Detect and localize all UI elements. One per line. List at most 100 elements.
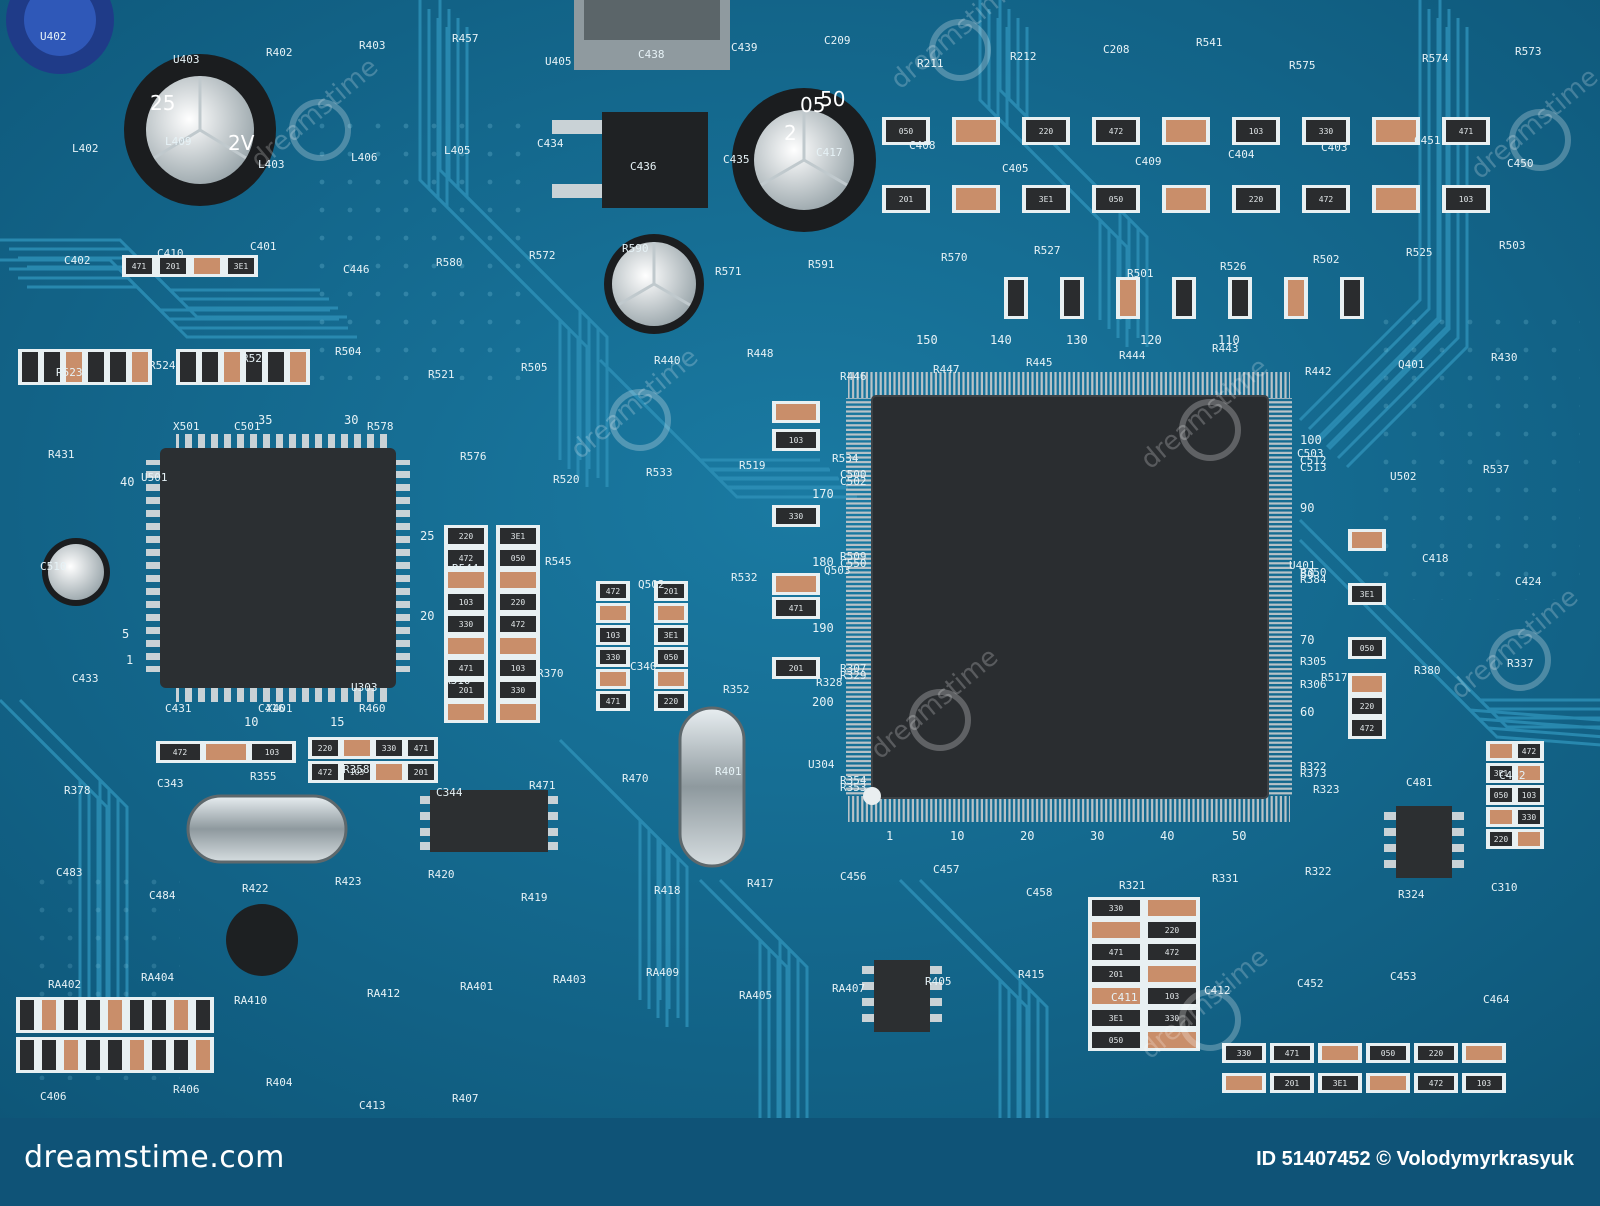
smd-resistor (1064, 280, 1080, 316)
smd-resistor (160, 258, 186, 274)
silkscreen-label: C510 (40, 560, 67, 573)
smd-component: 471 (1270, 1043, 1314, 1063)
silkscreen-label: R405 (925, 975, 952, 988)
silkscreen-label: R525 (1406, 246, 1433, 259)
silkscreen-label: C406 (40, 1090, 67, 1103)
smd-resistor (500, 616, 536, 632)
smd-capacitor (194, 258, 220, 274)
silkscreen-label: C413 (359, 1099, 386, 1112)
component-value: 220 (1494, 835, 1509, 844)
silkscreen-label: R545 (545, 555, 572, 568)
silkscreen-label: C410 (157, 247, 184, 260)
component-value: 050 (511, 554, 526, 563)
smd-component: 201 (1088, 963, 1144, 985)
smd-resistor (376, 740, 402, 756)
component-value: 220 (1429, 1049, 1444, 1058)
component-value: 3E1 (1109, 1014, 1124, 1023)
smd-resistor (776, 432, 816, 448)
component-value: 220 (511, 598, 526, 607)
silkscreen-label: R447 (933, 363, 960, 376)
silkscreen-label: C412 (1204, 984, 1231, 997)
capacitor-marking: 50 (820, 87, 845, 111)
component-value: 103 (511, 664, 526, 673)
smd-capacitor (776, 404, 816, 420)
smd-capacitor (448, 638, 484, 654)
smd-resistor (86, 1000, 100, 1030)
qfp-pin-number: 170 (812, 487, 834, 501)
smd-resistor (20, 1040, 34, 1070)
smd-resistor (1352, 720, 1382, 736)
smd-component (1372, 117, 1420, 145)
silkscreen-label: C208 (1103, 43, 1130, 56)
silkscreen-label: L403 (258, 158, 285, 171)
component-value: 471 (1285, 1049, 1300, 1058)
silkscreen-label: R448 (747, 347, 774, 360)
component-value: 201 (414, 768, 429, 777)
component-value: 472 (173, 748, 188, 757)
smd-component: 3E1 (1486, 763, 1516, 783)
component-value: 220 (318, 744, 333, 753)
smd-component: 330 (444, 613, 488, 635)
smd-resistor (1092, 1010, 1140, 1026)
silkscreen-label: C402 (64, 254, 91, 267)
smd-resistor (1352, 586, 1382, 602)
smd-resistor (110, 352, 126, 382)
silkscreen-label: R526 (1220, 260, 1247, 273)
silkscreen-label: R505 (521, 361, 548, 374)
transistor-q503 (226, 904, 298, 976)
smd-component (170, 1037, 192, 1073)
smd-component: 050 (496, 547, 540, 569)
component-value: 471 (1109, 948, 1124, 957)
smd-component: 330 (1302, 117, 1350, 145)
watermark-swirl-icon (289, 99, 351, 161)
smd-component (596, 669, 630, 689)
smd-component: 103 (340, 761, 374, 783)
smd-component (1486, 807, 1516, 827)
silkscreen-label: R504 (335, 345, 362, 358)
smd-resistor (1274, 1076, 1310, 1090)
brand-logo[interactable]: dreamstime.com (24, 1140, 285, 1175)
component-value: 103 (1249, 127, 1264, 136)
smd-component: 050 (1088, 1029, 1144, 1051)
smd-component (104, 1037, 126, 1073)
qfp-pin-number: 100 (1300, 433, 1322, 447)
smd-component: 201 (444, 679, 488, 701)
trace (725, 905, 789, 1118)
smd-capacitor (290, 352, 306, 382)
smd-component (340, 737, 374, 759)
silkscreen-label: Q503 (824, 564, 851, 577)
smd-component (82, 1037, 104, 1073)
smd-capacitor (132, 352, 148, 382)
silkscreen-label: U502 (1390, 470, 1417, 483)
qfp-pin-number: 130 (1066, 333, 1088, 347)
silkscreen-label: X501 (173, 420, 200, 433)
smd-component: 472 (1514, 741, 1544, 761)
smd-capacitor (1092, 922, 1140, 938)
smd-component (1116, 277, 1140, 319)
smd-resistor (1092, 944, 1140, 960)
silkscreen-label: R442 (1305, 365, 1332, 378)
smd-component: 3E1 (1348, 583, 1386, 605)
smd-resistor (448, 660, 484, 676)
watermark-swirl-icon (1509, 109, 1571, 171)
silkscreen-label: R401 (715, 765, 742, 778)
component-value: 3E1 (234, 262, 249, 271)
component-value: 330 (382, 744, 397, 753)
image-credit: ID 51407452 © Volodymyrkrasyuk (1256, 1148, 1574, 1170)
smd-component (198, 349, 222, 385)
smd-component: 220 (1144, 919, 1200, 941)
silkscreen-label: Q502 (638, 578, 665, 591)
silkscreen-label: R578 (367, 420, 394, 433)
smd-component (148, 1037, 170, 1073)
silkscreen-label: R445 (1026, 356, 1053, 369)
smd-resistor (448, 550, 484, 566)
component-value: 050 (899, 127, 914, 136)
silkscreen-label: R502 (1313, 253, 1340, 266)
soic-chip-u502 (420, 790, 558, 852)
smd-component: 471 (1088, 941, 1144, 963)
capacitor-marking: 05 (800, 93, 825, 117)
component-value: 472 (1319, 195, 1334, 204)
smd-resistor (1418, 1076, 1454, 1090)
tqfp-pin-number: 20 (420, 609, 434, 623)
smd-resistor (126, 258, 152, 274)
